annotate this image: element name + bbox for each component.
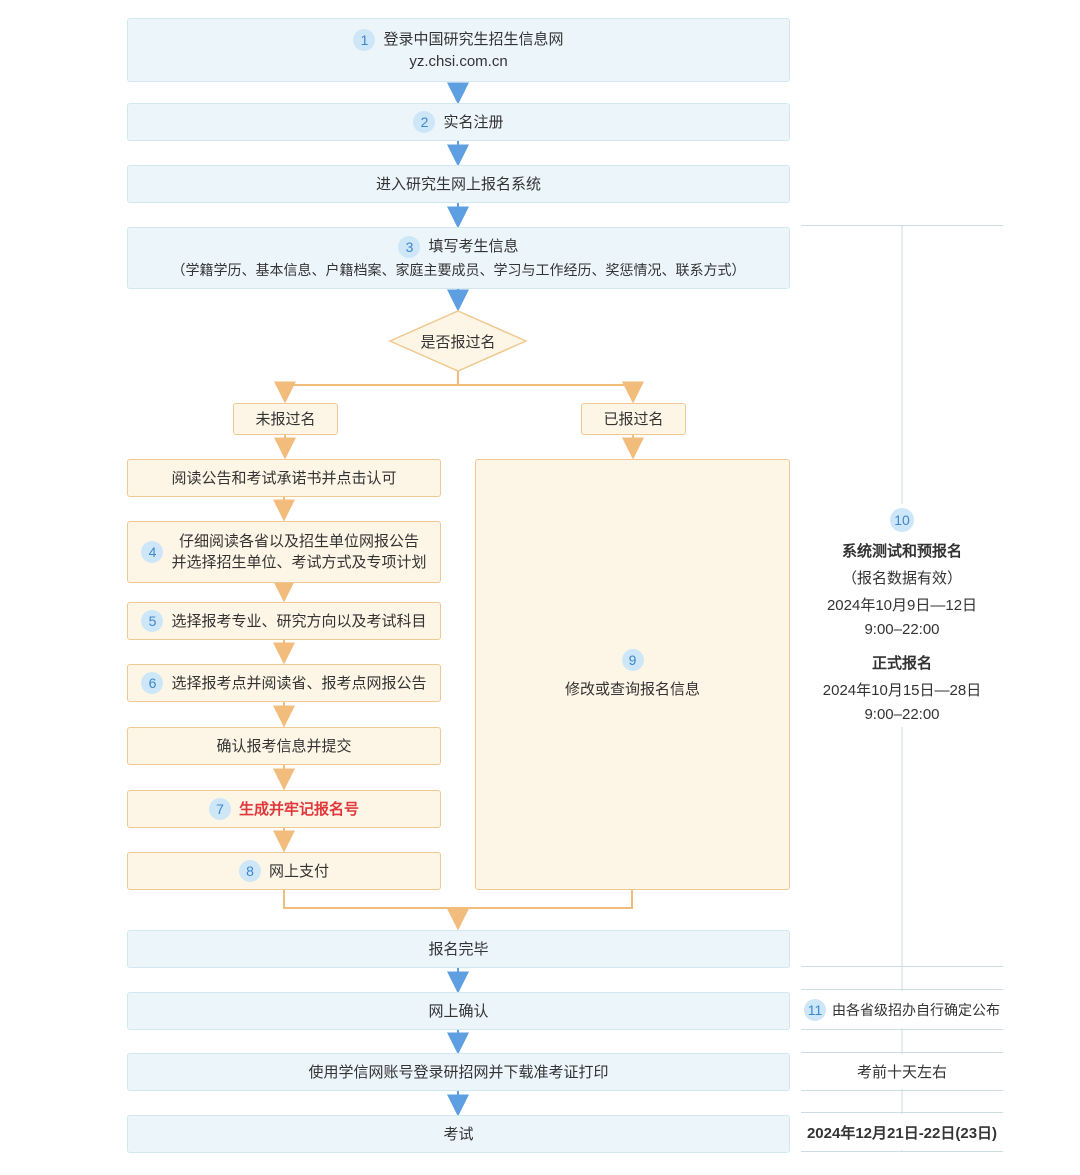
step-login-box: 1 登录中国研究生招生信息网 yz.chsi.com.cn [127, 18, 790, 82]
sidebar-official-reg-time: 9:00–22:00 [864, 706, 940, 723]
orange-arrow-connectors [273, 371, 644, 931]
sidebar-official-reg-date: 2024年10月15日—28日 [822, 682, 982, 699]
sidebar-confirm-note: 11 由各省级招办自行确定公布 [797, 991, 1007, 1028]
step-badge: 6 [141, 672, 164, 694]
step-download-ticket-box: 使用学信网账号登录研招网并下载准考证打印 [127, 1053, 790, 1091]
step-online-confirm-label: 网上确认 [428, 1002, 489, 1020]
step-enter-system-box: 进入研究生网上报名系统 [127, 165, 790, 203]
sidebar-exam-date-label: 2024年12月21日-22日(23日) [806, 1124, 998, 1142]
step-badge: 3 [398, 235, 421, 258]
step-remember-number-box: 7 生成并牢记报名号 [127, 790, 441, 828]
sidebar-test-reg-note: （报名数据有效） [841, 570, 962, 587]
step-read-notice-label: 阅读公告和考试承诺书并点击认可 [171, 469, 397, 487]
step-badge: 2 [413, 111, 436, 133]
step-enter-system-label: 进入研究生网上报名系统 [375, 175, 541, 193]
step-download-ticket-label: 使用学信网账号登录研招网并下载准考证打印 [308, 1063, 609, 1081]
step-read-province-line2: 并选择招生单位、考试方式及专项计划 [171, 554, 427, 571]
step-register-label: 实名注册 [443, 113, 504, 131]
step-login-url: yz.chsi.com.cn [409, 52, 508, 70]
step-badge: 7 [208, 798, 231, 820]
step-register-box: 2 实名注册 [127, 103, 790, 141]
step-badge: 1 [353, 28, 376, 51]
step-read-province-line1: 仔细阅读各省以及招生单位网报公告 [178, 533, 419, 550]
step-choose-major-box: 5 选择报考专业、研究方向以及考试科目 [127, 602, 441, 640]
sidebar-test-reg-title: 系统测试和预报名 [841, 543, 962, 560]
branch-registered-box: 已报过名 [581, 403, 686, 435]
sidebar-registration-window: 10 系统测试和预报名 （报名数据有效） 2024年10月9日—12日 9:00… [792, 504, 1012, 727]
step-registration-done-label: 报名完毕 [428, 940, 489, 958]
step-read-province-box: 4 仔细阅读各省以及招生单位网报公告 并选择招生单位、考试方式及专项计划 [127, 521, 441, 583]
sidebar-badge: 11 [804, 998, 826, 1021]
sidebar-admission-note-label: 考前十天左右 [856, 1064, 947, 1081]
step-choose-site-box: 6 选择报考点并阅读省、报考点网报公告 [127, 664, 441, 702]
sidebar-official-reg-title: 正式报名 [871, 655, 932, 672]
sidebar-test-reg-date: 2024年10月9日—12日 [826, 597, 978, 614]
step-modify-query-box: 9 修改或查询报名信息 [475, 459, 790, 890]
step-modify-query-label: 修改或查询报名信息 [564, 681, 700, 698]
decision-diamond [388, 310, 528, 372]
step-online-pay-box: 8 网上支付 [127, 852, 441, 890]
step-login-label: 登录中国研究生招生信息网 [383, 31, 564, 48]
step-confirm-submit-label: 确认报考信息并提交 [216, 737, 352, 755]
sidebar-confirm-note-label: 由各省级招办自行确定公布 [832, 1001, 1000, 1018]
branch-not-registered-box: 未报过名 [233, 403, 338, 435]
step-online-pay-label: 网上支付 [268, 862, 329, 880]
step-badge: 4 [141, 541, 164, 563]
sidebar-admission-note: 考前十天左右 [797, 1054, 1007, 1089]
step-badge: 8 [238, 860, 261, 882]
step-badge: 5 [141, 610, 164, 632]
step-fill-info-box: 3 填写考生信息 （学籍学历、基本信息、户籍档案、家庭主要成员、学习与工作经历、… [127, 227, 790, 289]
step-exam-label: 考试 [443, 1125, 474, 1143]
step-badge: 9 [621, 649, 644, 671]
branch-registered-label: 已报过名 [603, 410, 664, 428]
step-fill-info-subtitle: （学籍学历、基本信息、户籍档案、家庭主要成员、学习与工作经历、奖惩情况、联系方式… [171, 261, 746, 278]
decision-label: 是否报过名 [420, 333, 496, 351]
step-exam-box: 考试 [127, 1115, 790, 1153]
sidebar-exam-date: 2024年12月21日-22日(23日) [797, 1114, 1007, 1150]
step-choose-major-label: 选择报考专业、研究方向以及考试科目 [171, 612, 427, 630]
sidebar-badge: 10 [890, 508, 914, 532]
step-online-confirm-box: 网上确认 [127, 992, 790, 1030]
branch-not-registered-label: 未报过名 [255, 410, 316, 428]
step-confirm-submit-box: 确认报考信息并提交 [127, 727, 441, 765]
step-choose-site-label: 选择报考点并阅读省、报考点网报公告 [171, 674, 427, 692]
step-remember-number-label: 生成并牢记报名号 [238, 800, 359, 818]
step-read-notice-box: 阅读公告和考试承诺书并点击认可 [127, 459, 441, 497]
sidebar-test-reg-time: 9:00–22:00 [864, 621, 940, 638]
step-fill-info-title: 填写考生信息 [428, 238, 519, 256]
step-registration-done-box: 报名完毕 [127, 930, 790, 968]
